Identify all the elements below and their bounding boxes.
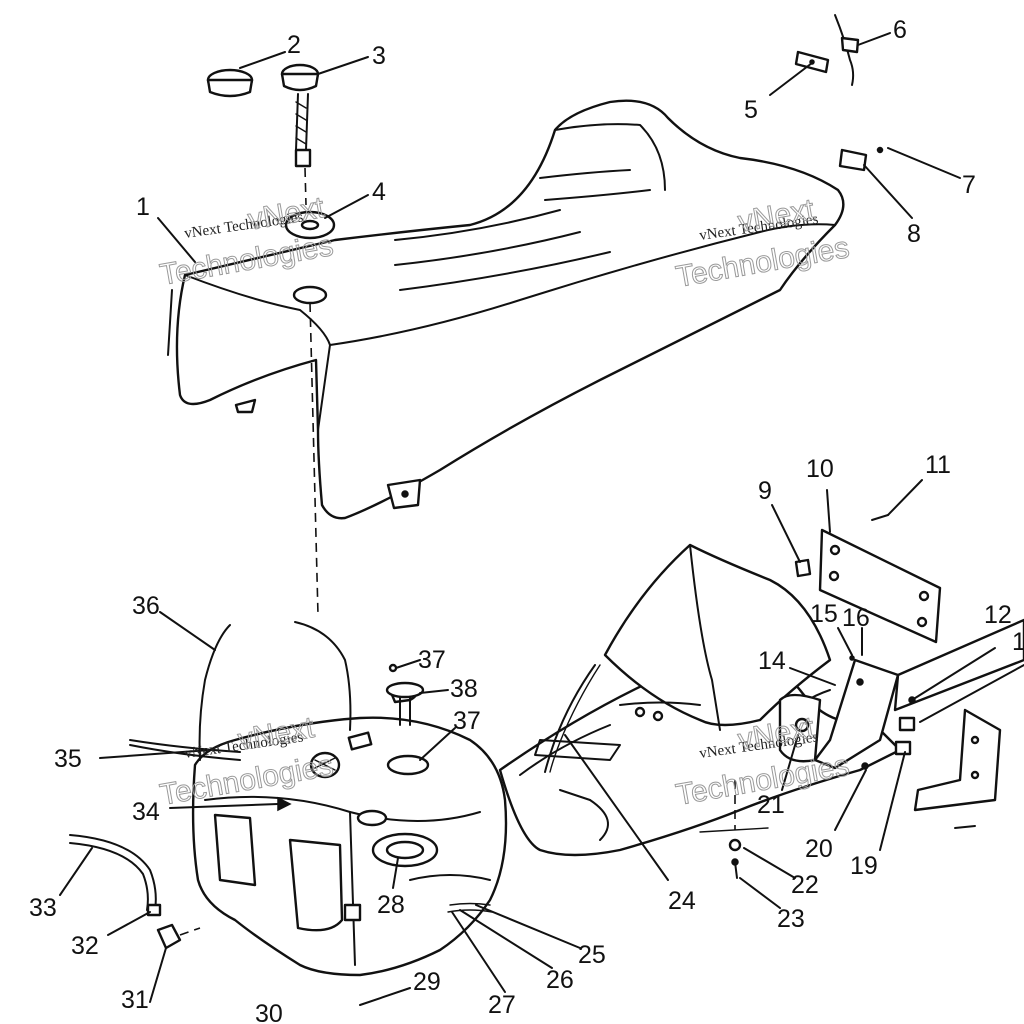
fuel-lines (69, 621, 425, 950)
callout-label: 34 (132, 798, 160, 826)
callout-label: 1 (136, 193, 150, 221)
callout-label: 29 (413, 968, 441, 996)
callout-label: 16 (842, 604, 870, 632)
callout-label: 27 (488, 991, 516, 1019)
callout-label: 8 (907, 220, 921, 248)
callout-label: 26 (546, 966, 574, 994)
callout-label: 22 (791, 871, 819, 899)
callout-label: 35 (54, 745, 82, 773)
callout-label: 3 (372, 42, 386, 70)
callout-label: 25 (578, 941, 606, 969)
callout-label: 20 (805, 835, 833, 863)
seat-assembly (167, 99, 845, 616)
callout-label: 36 (132, 592, 160, 620)
callout-label: 30 (255, 1000, 283, 1024)
leader-lines (59, 32, 1024, 1006)
callout-label: 7 (962, 171, 976, 199)
callout-label: 19 (850, 852, 878, 880)
fuel-tank (191, 716, 508, 977)
callout-label: 1 (1012, 628, 1024, 656)
callout-label: 4 (372, 178, 386, 206)
callout-label: 32 (71, 932, 99, 960)
callout-label: 37 (453, 707, 481, 735)
callout-label: 15 (810, 600, 838, 628)
callout-label: 10 (806, 455, 834, 483)
rear-hardware (728, 514, 1024, 879)
callout-label: 38 (450, 675, 478, 703)
callout-label: 11 (925, 451, 951, 479)
callout-label: 21 (757, 791, 785, 819)
callout-label: 23 (777, 905, 805, 933)
callout-label: 2 (287, 31, 301, 59)
callout-label: 9 (758, 477, 772, 505)
callout-labels: 2 3 4 1 5 6 7 8 9 10 11 12 1 14 15 16 19… (29, 16, 1024, 1024)
callout-label: 28 (377, 891, 405, 919)
callout-label: 14 (758, 647, 786, 675)
callout-label: 31 (121, 986, 149, 1014)
callout-label: 5 (744, 96, 758, 124)
callout-label: 24 (668, 887, 696, 915)
callout-label: 37 (418, 646, 446, 674)
callout-label: 33 (29, 894, 57, 922)
rear-brackets (794, 14, 884, 172)
callout-label: 6 (893, 16, 907, 44)
callout-label: 12 (984, 601, 1012, 629)
fuel-caps (206, 63, 336, 240)
